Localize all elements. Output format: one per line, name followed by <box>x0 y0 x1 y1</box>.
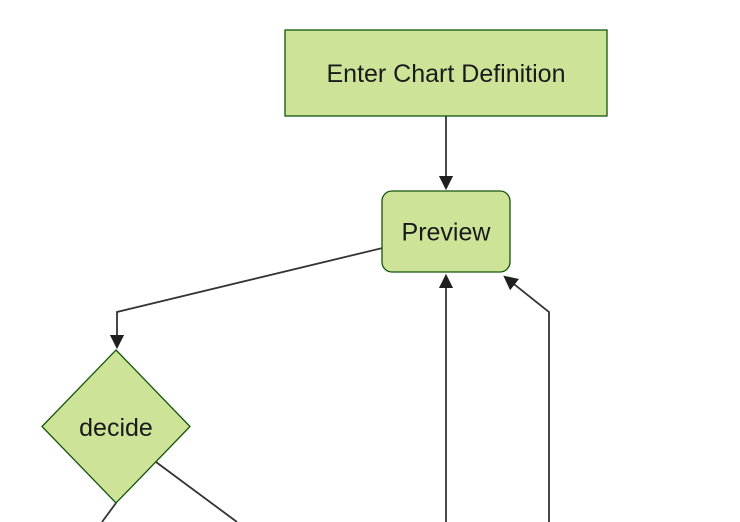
enter-chart-definition-label: Enter Chart Definition <box>326 60 565 88</box>
edge-decide-to-offscreen-right <box>155 461 238 522</box>
decide-label: decide <box>79 414 153 442</box>
node-decide: decide <box>41 349 191 504</box>
enter-chart-definition-box <box>284 29 608 117</box>
edge-preview-to-decide <box>109 247 383 350</box>
preview-box <box>381 190 511 273</box>
node-preview: Preview <box>381 190 511 273</box>
preview-label: Preview <box>402 219 492 247</box>
edge-decide-to-offscreen-left <box>101 502 117 522</box>
node-enter-chart-definition: Enter Chart Definition <box>284 29 608 117</box>
decide-diamond <box>41 349 191 504</box>
edge-offscreen-to-preview-corner <box>503 275 550 522</box>
